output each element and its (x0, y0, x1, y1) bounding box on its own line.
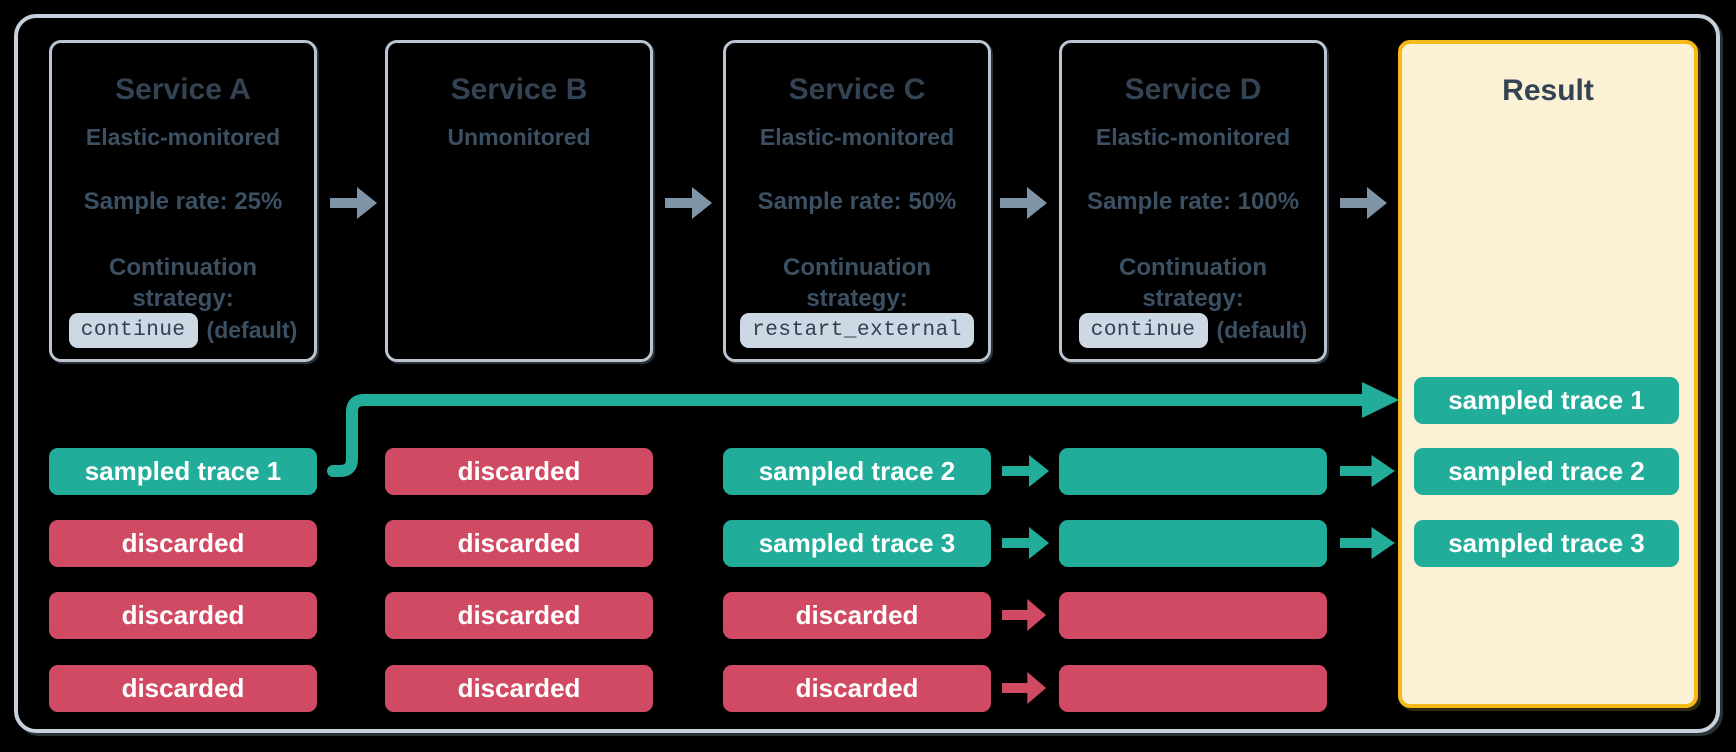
discarded-arrow-icon (1002, 598, 1047, 632)
trace-arrow-icon (1340, 454, 1396, 488)
service-box-b: Service B Unmonitored (385, 40, 653, 362)
flow-arrow-icon (1338, 185, 1390, 221)
code-badge: continue (1078, 312, 1208, 348)
service-box-d: Service D Elastic-monitored Sample rate:… (1059, 40, 1327, 362)
trace-chip: sampled trace 2 (723, 448, 991, 495)
trace-chip: discarded (385, 592, 653, 639)
trace-chip: discarded (49, 592, 317, 639)
code-badge: continue (68, 312, 198, 348)
result-trace-chip: sampled trace 2 (1414, 448, 1679, 495)
result-trace-chip: sampled trace 3 (1414, 520, 1679, 567)
continuation-label-line1: Continuation (109, 254, 257, 281)
trace-chip: sampled trace 1 (49, 448, 317, 495)
continuation-label-line2: strategy: (132, 285, 234, 312)
trace-chip (1059, 448, 1327, 495)
trace-chip (1059, 520, 1327, 567)
service-box-c: Service C Elastic-monitored Sample rate:… (723, 40, 991, 362)
service-sample-rate: Sample rate: 25% (83, 188, 283, 215)
strategy-default-note: (default) (206, 316, 298, 343)
trace-column-service-d (1059, 448, 1327, 718)
service-sample-rate: Sample rate: 50% (757, 188, 957, 215)
discarded-arrow-icon (1002, 671, 1047, 705)
trace-column-service-a: sampled trace 1 discarded discarded discard… (49, 448, 317, 718)
strategy-row: continue (default) (52, 311, 314, 349)
strategy-default-note: (default) (1216, 316, 1308, 343)
trace-chip: discarded (385, 448, 653, 495)
trace-chip (1059, 592, 1327, 639)
code-badge: restart_external (740, 312, 974, 348)
continuation-label-line2: strategy: (1142, 285, 1244, 312)
flow-arrow-icon (330, 185, 378, 221)
trace-column-service-b: discarded discarded discarded discarded (385, 448, 653, 718)
trace-chip: discarded (385, 665, 653, 712)
result-title: Result (1502, 74, 1594, 107)
service-sample-rate: Sample rate: 100% (1086, 188, 1300, 215)
strategy-row: continue (default) (1062, 311, 1324, 349)
continuation-label-line1: Continuation (783, 254, 931, 281)
service-monitoring-label: Elastic-monitored (1095, 124, 1291, 150)
trace-arrow-icon (1002, 454, 1050, 488)
flow-arrow-icon (665, 185, 713, 221)
trace-chip: discarded (723, 592, 991, 639)
trace-column-service-c: sampled trace 2 sampled trace 3 discarded d… (723, 448, 991, 718)
service-title: Service B (450, 73, 588, 106)
trace-chip: discarded (49, 665, 317, 712)
result-trace-chip: sampled trace 1 (1414, 377, 1679, 424)
trace-chip (1059, 665, 1327, 712)
diagram-frame (14, 14, 1720, 733)
trace-chip: sampled trace 3 (723, 520, 991, 567)
trace-chip: discarded (49, 520, 317, 567)
trace-arrow-icon (1002, 526, 1050, 560)
result-trace-list: sampled trace 1 sampled trace 2 sampled tr… (1414, 377, 1679, 577)
trace-arrow-icon (1340, 526, 1396, 560)
service-title: Service A (115, 73, 251, 106)
continuation-label-line2: strategy: (806, 285, 908, 312)
service-monitoring-label: Elastic-monitored (759, 124, 955, 150)
trace-chip: discarded (385, 520, 653, 567)
continuation-label-line1: Continuation (1119, 254, 1267, 281)
service-box-a: Service A Elastic-monitored Sample rate:… (49, 40, 317, 362)
service-title: Service D (1124, 73, 1262, 106)
service-title: Service C (788, 73, 926, 106)
flow-arrow-icon (1000, 185, 1048, 221)
service-monitoring-label: Elastic-monitored (85, 124, 281, 150)
result-box: Result (1398, 40, 1698, 708)
strategy-row: restart_external (726, 311, 988, 349)
service-monitoring-label: Unmonitored (447, 124, 591, 150)
trace-chip: discarded (723, 665, 991, 712)
